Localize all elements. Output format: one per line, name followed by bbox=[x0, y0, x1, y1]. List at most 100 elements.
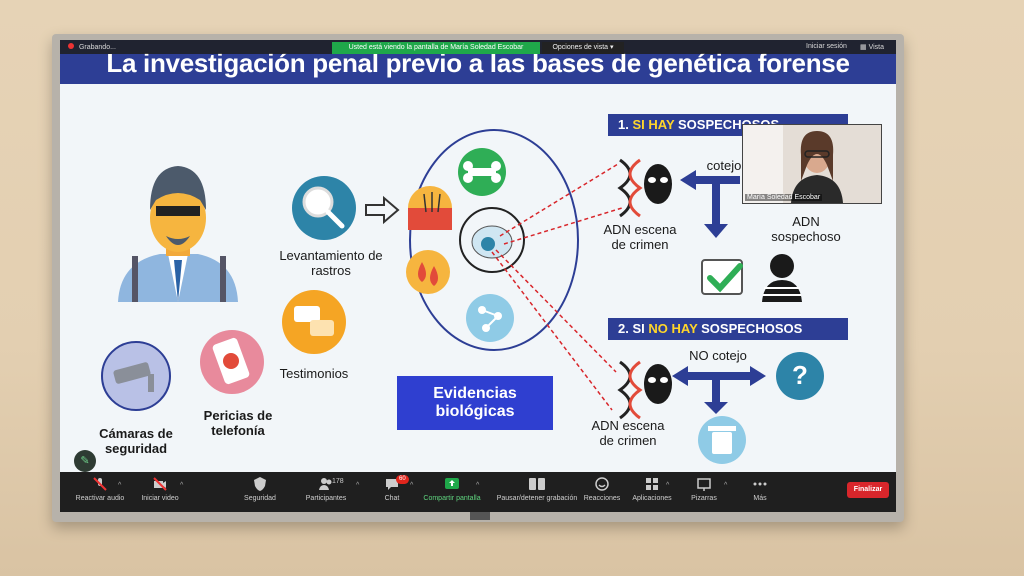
video-label: Iniciar video bbox=[141, 495, 179, 502]
no-cotejo-arrows bbox=[672, 366, 766, 414]
label-cotejo: cotejo bbox=[706, 158, 742, 173]
view-options-button[interactable]: Opciones de vista ▾ bbox=[542, 42, 624, 54]
end-meeting-button[interactable]: Finalizar bbox=[847, 482, 889, 498]
security-camera-icon bbox=[101, 341, 171, 411]
participants-label: Participantes bbox=[305, 495, 347, 502]
question-mark: ? bbox=[792, 360, 808, 390]
view-label: Vista bbox=[868, 44, 884, 51]
dna-helix-icon-1 bbox=[617, 158, 643, 218]
label-adn-escena-2: ADN escena de crimen bbox=[591, 418, 665, 448]
pause-recording-button[interactable]: Pausar/detener grabación bbox=[492, 476, 582, 502]
annotate-pencil-icon[interactable]: ✎ bbox=[74, 450, 96, 472]
evidencias-box: Evidencias biológicas bbox=[397, 376, 553, 430]
camera-off-icon bbox=[153, 477, 167, 491]
video-chevron-icon[interactable]: ^ bbox=[180, 482, 184, 489]
whiteboards-button[interactable]: Pizarras bbox=[664, 476, 744, 502]
participants-count: 178 bbox=[332, 478, 344, 485]
case1-highlight: SI HAY bbox=[632, 117, 675, 132]
whiteboard-icon bbox=[697, 478, 711, 491]
people-icon bbox=[319, 478, 332, 490]
unmute-audio-button[interactable]: Reactivar audio bbox=[60, 476, 140, 502]
phone-icon bbox=[200, 330, 264, 394]
trash-icon bbox=[698, 416, 746, 464]
chat-icon bbox=[386, 479, 398, 490]
dna-molecule-icon bbox=[466, 294, 514, 342]
suspect-silhouette-icon bbox=[762, 254, 802, 302]
more-dots-icon bbox=[753, 482, 767, 486]
label-adn-sospechoso: ADN sospechoso bbox=[771, 214, 841, 244]
label-levantamiento: Levantamiento de rastros bbox=[279, 248, 383, 278]
participants-chevron-icon[interactable]: ^ bbox=[356, 482, 360, 489]
check-icon bbox=[701, 259, 743, 295]
more-label: Más bbox=[753, 495, 767, 502]
case2-prefix: 2. SI bbox=[618, 321, 645, 336]
label-pericias: Pericias de telefonía bbox=[203, 408, 273, 438]
start-video-button[interactable]: Iniciar video bbox=[120, 476, 200, 502]
case2-rest: SOSPECHOSOS bbox=[701, 321, 803, 336]
label-adn-escena-1: ADN escena de crimen bbox=[603, 222, 677, 252]
record-icon bbox=[68, 43, 74, 49]
link-lines bbox=[491, 163, 623, 411]
chat-badge: 60 bbox=[396, 475, 409, 484]
chevron-down-icon: ▾ bbox=[610, 44, 614, 51]
grid-icon: ▦ bbox=[860, 44, 869, 51]
apps-chevron-icon[interactable]: ^ bbox=[666, 482, 670, 489]
slide-graphics bbox=[101, 129, 824, 464]
shield-icon bbox=[254, 477, 266, 491]
reactions-label: Reacciones bbox=[583, 495, 621, 502]
pause-label: Pausar/detener grabación bbox=[496, 495, 578, 502]
apps-button[interactable]: Aplicaciones bbox=[612, 476, 692, 502]
share-arrow-icon bbox=[445, 478, 459, 489]
case1-prefix: 1. bbox=[618, 117, 629, 132]
case2-header: 2. SI NO HAY SOSPECHOSOS bbox=[608, 318, 848, 340]
whiteboards-label: Pizarras bbox=[691, 495, 717, 502]
reactions-button[interactable]: Reacciones bbox=[562, 476, 642, 502]
security-label: Seguridad bbox=[244, 495, 276, 502]
mask-icon-1 bbox=[644, 164, 672, 204]
view-button[interactable]: ▦ Vista bbox=[860, 43, 884, 51]
apps-icon bbox=[646, 478, 658, 490]
share-chevron-icon[interactable]: ^ bbox=[476, 482, 480, 489]
audio-chevron-icon[interactable]: ^ bbox=[118, 482, 122, 489]
mic-muted-icon bbox=[93, 477, 107, 491]
tv-stand bbox=[470, 510, 490, 520]
security-button[interactable]: Seguridad bbox=[220, 476, 300, 502]
recording-label: Grabando... bbox=[78, 44, 116, 51]
testimony-chat-icon bbox=[282, 290, 346, 354]
more-button[interactable]: Más bbox=[720, 476, 800, 502]
participant-name: María Soledad Escobar bbox=[745, 194, 823, 201]
participants-button[interactable]: Participantes bbox=[286, 476, 366, 502]
chat-label: Chat bbox=[384, 495, 400, 502]
hair-sample-icon bbox=[408, 186, 452, 230]
share-screen-button[interactable]: Compartir pantalla bbox=[412, 476, 492, 502]
cotejo-arrows bbox=[680, 170, 740, 238]
share-label: Compartir pantalla bbox=[423, 495, 481, 502]
case2-highlight: NO HAY bbox=[648, 321, 698, 336]
webcam-thumbnail[interactable]: María Soledad Escobar bbox=[742, 124, 882, 204]
chat-chevron-icon[interactable]: ^ bbox=[410, 482, 414, 489]
label-no-cotejo: NO cotejo bbox=[689, 348, 747, 363]
blood-drops-icon bbox=[406, 250, 450, 294]
label-camaras: Cámaras de seguridad bbox=[99, 426, 173, 456]
chat-button[interactable]: Chat bbox=[352, 476, 432, 502]
audio-label: Reactivar audio bbox=[75, 495, 125, 502]
label-testimonios: Testimonios bbox=[279, 366, 349, 381]
zoom-toolbar: Reactivar audio ^ Iniciar video ^ Seguri… bbox=[60, 472, 896, 512]
mask-icon-2 bbox=[644, 364, 672, 404]
cell-icon bbox=[459, 207, 525, 273]
bone-icon bbox=[458, 148, 506, 196]
start-session-link[interactable]: Iniciar sesión bbox=[806, 43, 847, 50]
view-options-label: Opciones de vista bbox=[552, 44, 609, 51]
magnifier-icon bbox=[292, 176, 356, 240]
dna-helix-icon-2 bbox=[617, 360, 643, 420]
smile-icon bbox=[595, 477, 609, 491]
share-banner: Usted está viendo la pantalla de María S… bbox=[332, 42, 540, 54]
suspect-figure-icon bbox=[118, 166, 238, 302]
whiteboards-chevron-icon[interactable]: ^ bbox=[724, 482, 728, 489]
apps-label: Aplicaciones bbox=[632, 495, 672, 502]
question-circle-icon bbox=[776, 352, 824, 400]
participant-video bbox=[743, 125, 881, 203]
pause-stop-icon bbox=[529, 478, 545, 490]
recording-indicator[interactable]: Grabando... bbox=[68, 43, 116, 51]
tv-screen: La investigación penal previo a las base… bbox=[60, 40, 896, 512]
